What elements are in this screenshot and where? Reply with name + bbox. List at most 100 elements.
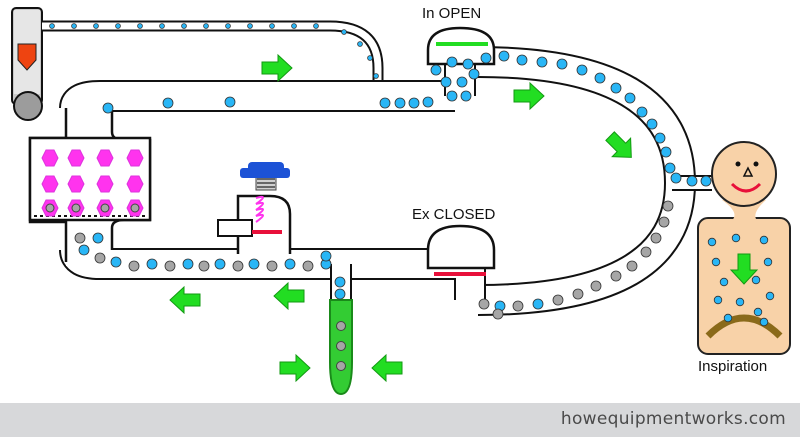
flow-arrows bbox=[169, 53, 759, 383]
fresh-gas-bubble bbox=[765, 291, 775, 301]
fresh-gas-bubble bbox=[159, 23, 165, 29]
flow-arrow-icon bbox=[513, 81, 545, 111]
gas-bubble bbox=[164, 260, 176, 272]
fresh-gas-bubble bbox=[723, 313, 733, 323]
flow-arrow-icon bbox=[261, 53, 293, 83]
fresh-gas-bubble bbox=[713, 295, 723, 305]
flow-arrow-icon bbox=[371, 353, 403, 383]
fresh-gas-bubble bbox=[664, 162, 676, 174]
inspiratory-valve-label: In OPEN bbox=[422, 5, 482, 22]
flow-arrow-icon bbox=[729, 253, 759, 285]
fresh-gas-bubble bbox=[440, 76, 452, 88]
fresh-gas-bubble bbox=[636, 106, 648, 118]
fresh-gas-bubble bbox=[291, 23, 297, 29]
exhaled-gas-bubble bbox=[650, 232, 662, 244]
fresh-gas-bubble bbox=[408, 97, 420, 109]
fresh-gas-bubble bbox=[269, 23, 275, 29]
fresh-gas-bubble bbox=[430, 64, 442, 76]
exhaled-gas-bubble bbox=[590, 280, 602, 292]
gas-bubble bbox=[94, 252, 106, 264]
fresh-gas-bubble bbox=[373, 73, 379, 79]
fresh-gas-bubble bbox=[753, 307, 763, 317]
inspiratory-valve bbox=[426, 26, 496, 66]
fresh-gas-bubble bbox=[334, 288, 346, 300]
fresh-gas-bubble bbox=[394, 97, 406, 109]
footer-site-link[interactable]: howequipmentworks.com bbox=[560, 409, 786, 429]
fresh-gas-bubble bbox=[468, 68, 480, 80]
exhaled-gas-bubble bbox=[572, 288, 584, 300]
fresh-gas-bubble bbox=[735, 297, 745, 307]
fresh-gas-bubble bbox=[71, 23, 77, 29]
patient-icon bbox=[697, 141, 791, 355]
fresh-gas-bubble bbox=[686, 175, 698, 187]
fresh-gas-bubble bbox=[462, 58, 474, 70]
fresh-gas-bubble bbox=[379, 97, 391, 109]
fresh-gas-bubble bbox=[320, 250, 332, 262]
fresh-gas-bubble bbox=[594, 72, 606, 84]
fresh-gas-bubble bbox=[556, 58, 568, 70]
fresh-gas-bubble bbox=[334, 276, 346, 288]
exhaled-gas-bubble bbox=[626, 260, 638, 272]
gas-bubble bbox=[182, 258, 194, 270]
exhaled-gas-bubble bbox=[640, 246, 652, 258]
fresh-gas-bubble bbox=[137, 23, 143, 29]
fresh-gas-bubble bbox=[49, 23, 55, 29]
reservoir-bag-icon bbox=[329, 299, 353, 396]
fresh-gas-bubble bbox=[654, 132, 666, 144]
gas-bubble bbox=[302, 260, 314, 272]
fresh-gas-bubble bbox=[498, 50, 510, 62]
exhaled-gas-bubble bbox=[662, 200, 674, 212]
gas-bubble bbox=[478, 298, 490, 310]
gas-bubble bbox=[266, 260, 278, 272]
gas-bubble bbox=[248, 258, 260, 270]
gas-bubble bbox=[284, 258, 296, 270]
fresh-gas-bubble bbox=[102, 102, 114, 114]
gas-bubble bbox=[532, 298, 544, 310]
gas-bubble bbox=[146, 258, 158, 270]
exhaled-gas-bubble bbox=[658, 216, 670, 228]
flow-arrow-icon bbox=[273, 281, 305, 311]
fresh-gas-bubble bbox=[646, 118, 658, 130]
gas-bubbles bbox=[49, 23, 775, 327]
gas-bubble bbox=[512, 300, 524, 312]
flow-arrow-icon bbox=[279, 353, 311, 383]
fresh-gas-bubble bbox=[456, 76, 468, 88]
fresh-gas-bubble bbox=[446, 56, 458, 68]
gas-bubble bbox=[214, 258, 226, 270]
fresh-gas-bubble bbox=[670, 172, 682, 184]
fresh-gas-bubble bbox=[367, 55, 373, 61]
fresh-gas-bubble bbox=[422, 96, 434, 108]
fresh-gas-bubble bbox=[763, 257, 773, 267]
exhaled-gas-bubble bbox=[492, 308, 504, 320]
gas-bubble bbox=[110, 256, 122, 268]
fresh-gas-bubble bbox=[247, 23, 253, 29]
fresh-gas-bubble bbox=[707, 237, 717, 247]
expiratory-valve-label: Ex CLOSED bbox=[412, 206, 496, 223]
expiratory-valve bbox=[426, 224, 496, 276]
fresh-gas-bubble bbox=[731, 233, 741, 243]
fresh-gas-bubble bbox=[181, 23, 187, 29]
fresh-gas-bubble bbox=[516, 54, 528, 66]
fresh-gas-bubble bbox=[224, 96, 236, 108]
gas-bubble bbox=[92, 232, 104, 244]
fresh-gas-bubble bbox=[536, 56, 548, 68]
gas-bubble bbox=[74, 232, 86, 244]
fresh-gas-bubble bbox=[313, 23, 319, 29]
fresh-gas-bubble bbox=[93, 23, 99, 29]
fresh-gas-bubble bbox=[576, 64, 588, 76]
gas-bubble bbox=[552, 294, 564, 306]
flowmeter-icon bbox=[11, 7, 43, 121]
fresh-gas-bubble bbox=[203, 23, 209, 29]
phase-label: Inspiration bbox=[698, 358, 768, 375]
fresh-gas-bubble bbox=[341, 29, 347, 35]
fresh-gas-bubble bbox=[610, 82, 622, 94]
flow-arrow-icon bbox=[169, 285, 201, 315]
fresh-gas-bubble bbox=[700, 175, 712, 187]
gas-bubble bbox=[78, 244, 90, 256]
fresh-gas-bubble bbox=[357, 41, 363, 47]
fresh-gas-bubble bbox=[460, 90, 472, 102]
fresh-gas-bubble bbox=[624, 92, 636, 104]
flow-arrow-icon bbox=[605, 131, 632, 158]
